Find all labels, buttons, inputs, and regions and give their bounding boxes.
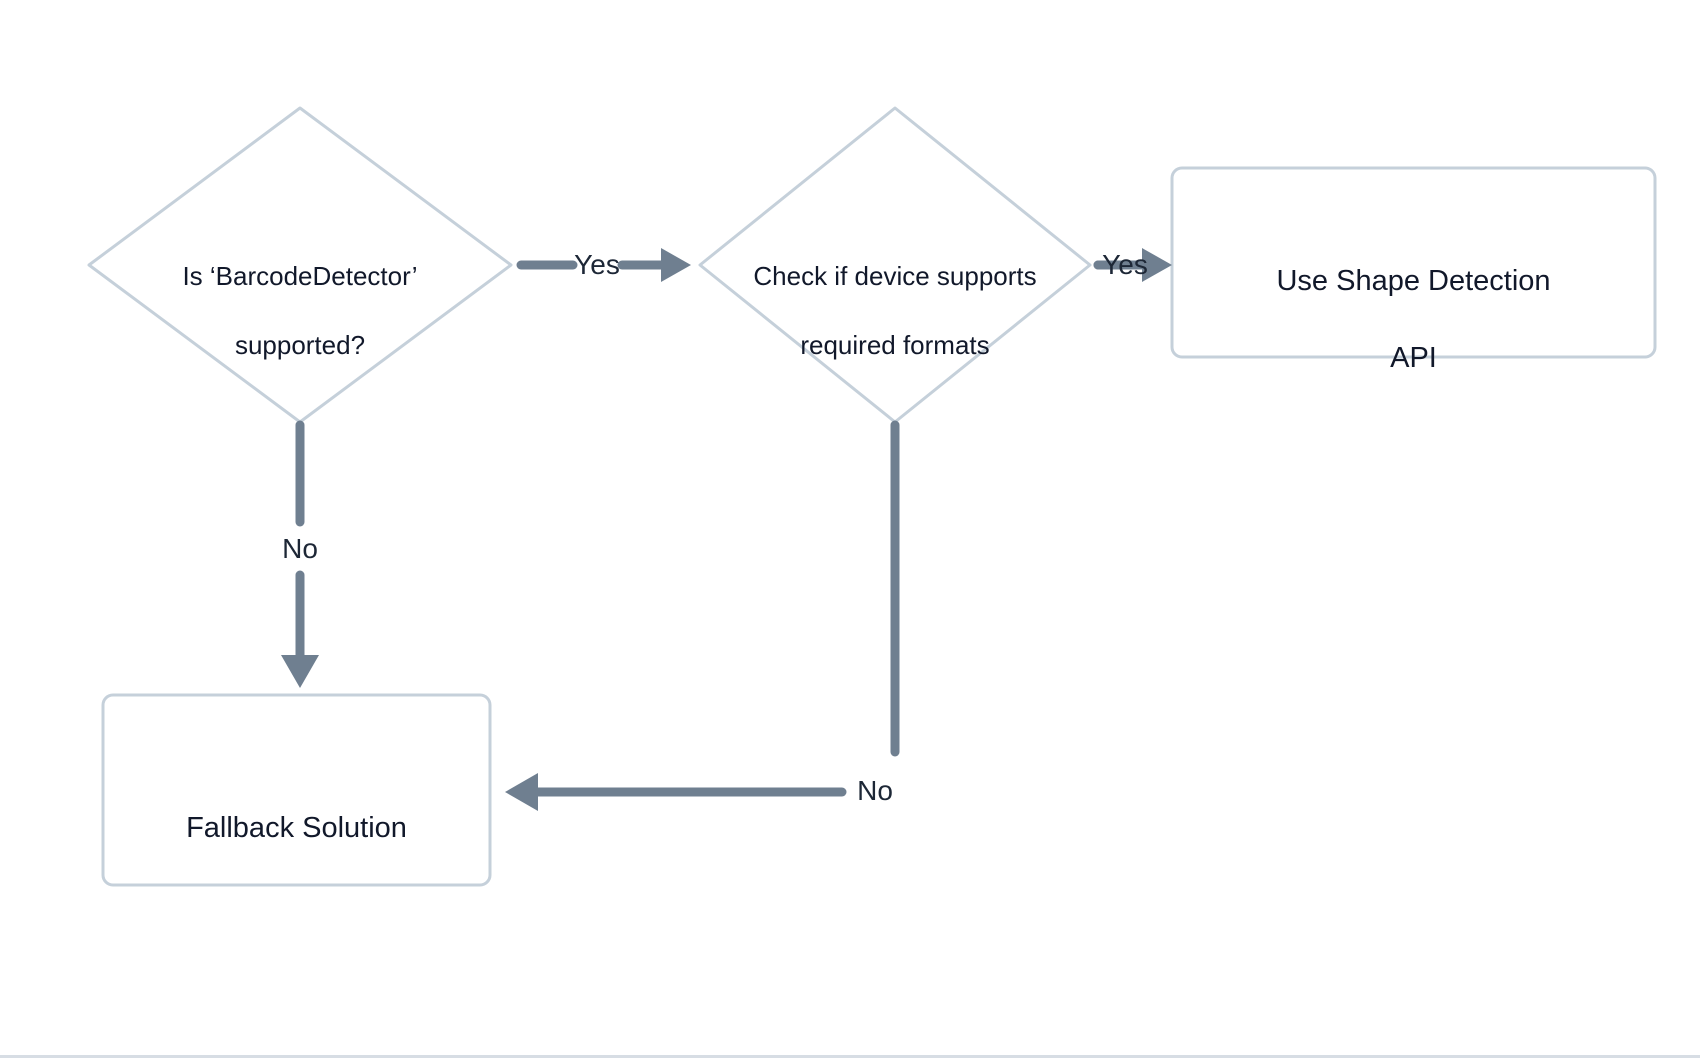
edge-label-yes-n1-n2: Yes [574, 249, 620, 280]
edge-no-n2-to-n4 [505, 420, 900, 811]
edges [281, 248, 1172, 811]
decision-diamond-barcodedetector-supported[interactable] [87, 106, 513, 424]
edge-label-no-n1-n4: No [282, 533, 318, 564]
process-box-fallback-solution[interactable] [101, 693, 492, 887]
edge-label-yes-n2-n3: Yes [1102, 249, 1148, 280]
edge-yes-n1-to-n2 [516, 248, 691, 282]
arrowhead-left [505, 773, 538, 811]
bottom-divider [0, 1055, 1700, 1058]
arrowhead-right [1142, 248, 1172, 282]
decision-diamond-device-supports-formats[interactable] [698, 106, 1092, 424]
process-box-use-shape-detection-api[interactable] [1170, 166, 1657, 359]
edge-yes-n2-to-n3 [1093, 248, 1172, 282]
node-shapes [87, 106, 1657, 887]
edge-label-no-n2-n4: No [857, 775, 893, 806]
arrowhead-right [661, 248, 691, 282]
arrowhead-down [281, 655, 319, 688]
edge-no-n1-to-n4 [281, 420, 319, 688]
